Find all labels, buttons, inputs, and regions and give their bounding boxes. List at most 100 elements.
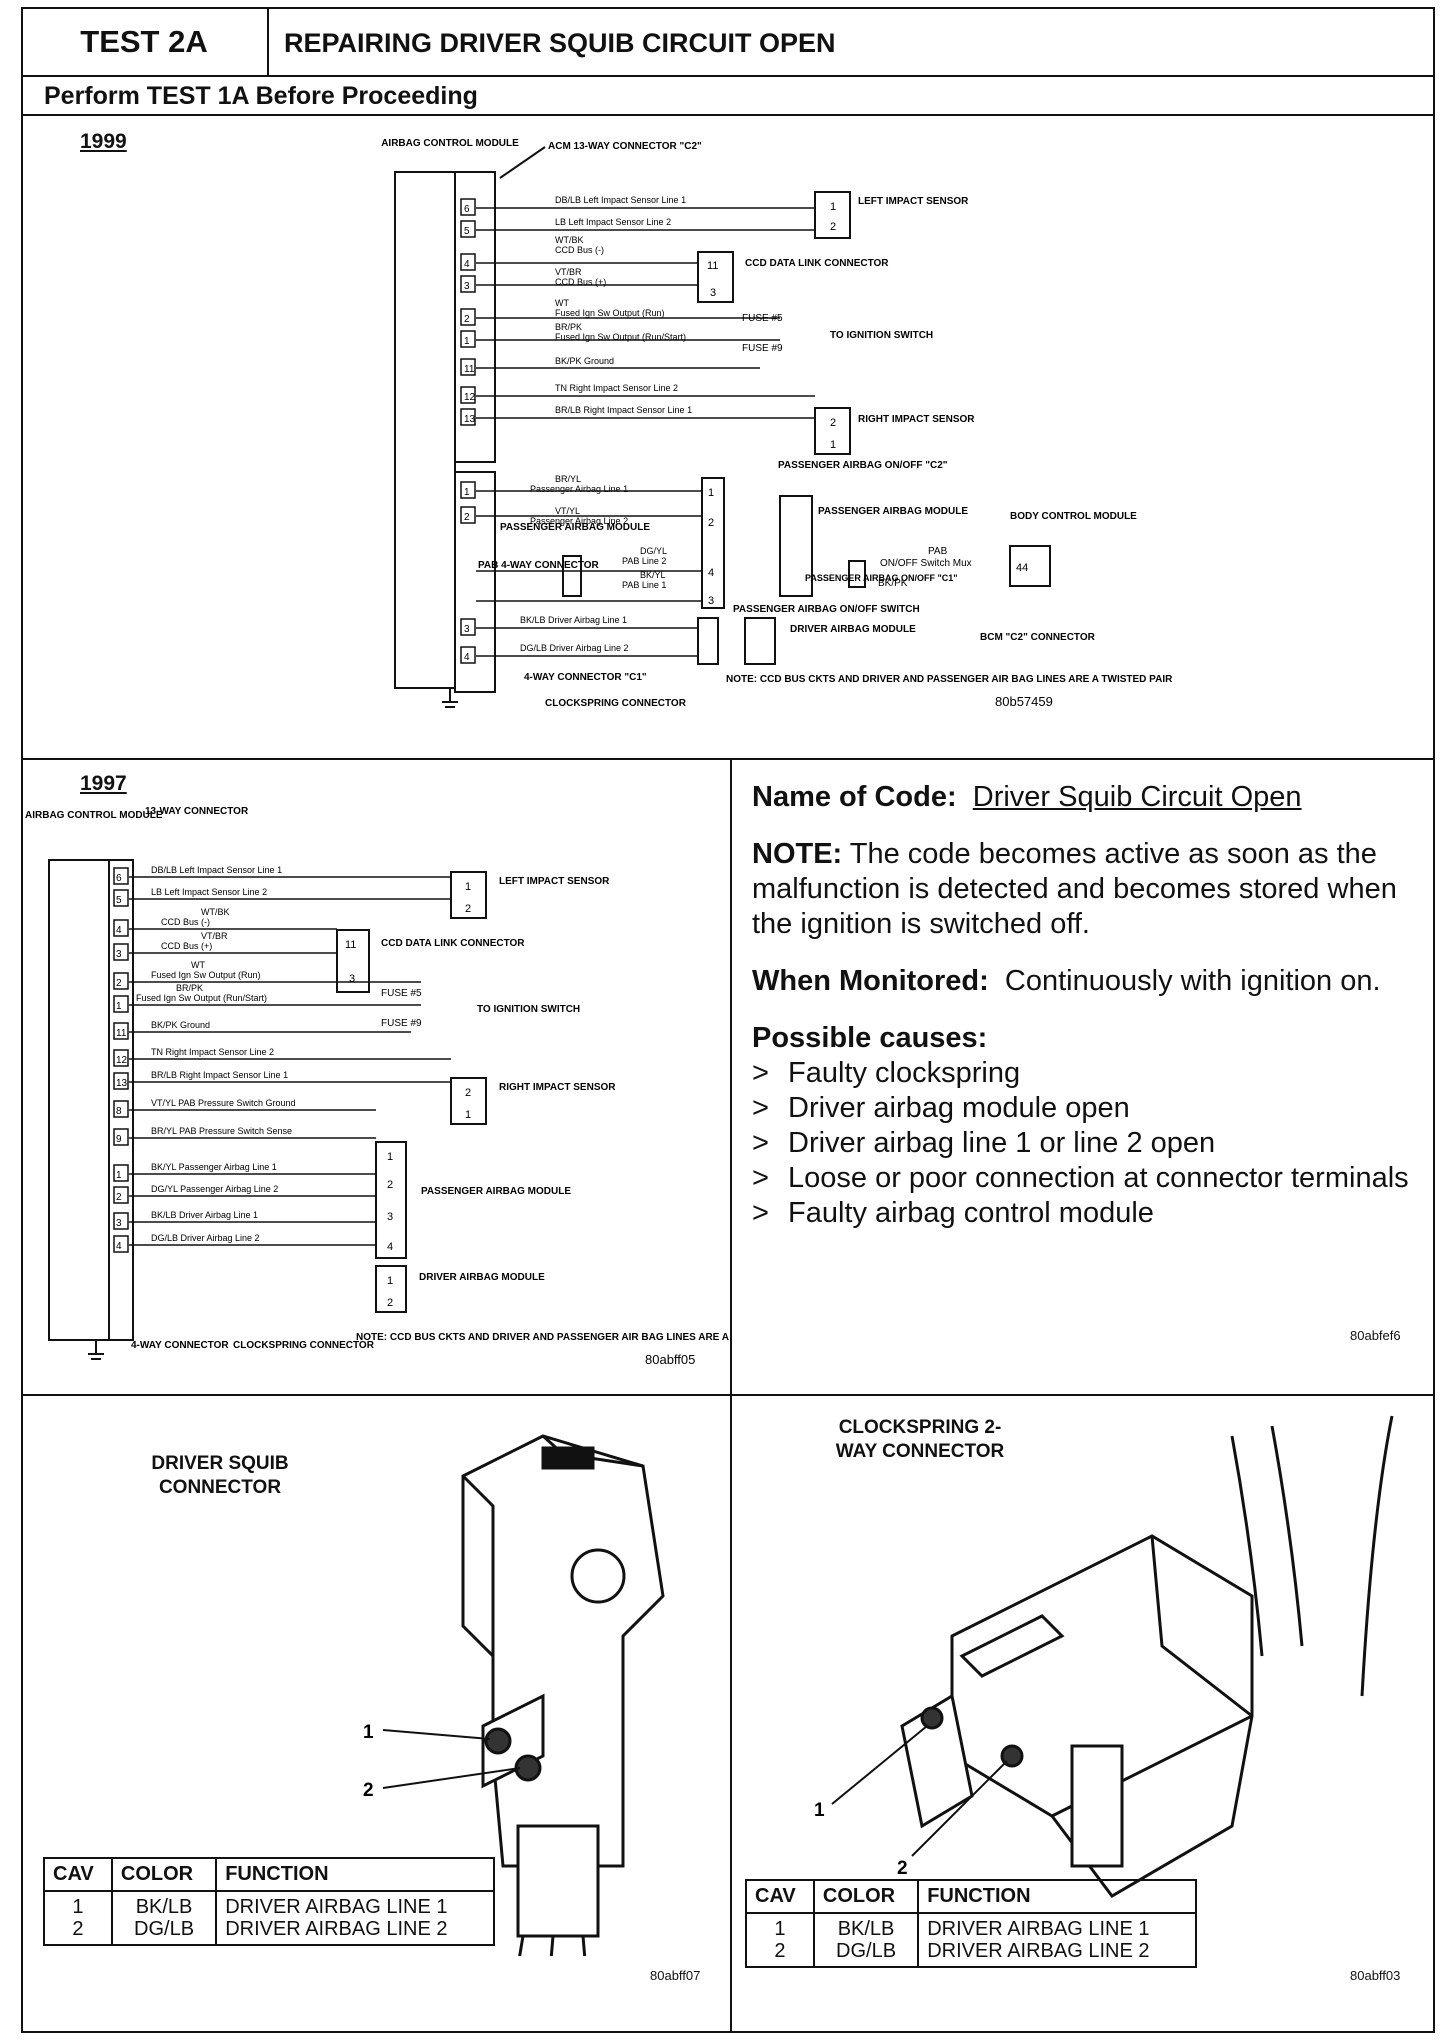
page-frame <box>21 7 1435 2033</box>
fuse5-1997: FUSE #5 <box>381 988 422 999</box>
fourway-label-1997: 4-WAY CONNECTOR <box>131 1340 229 1351</box>
pin-number: 11 <box>464 364 475 375</box>
wire-label: VT/BR <box>201 931 228 941</box>
pin-box <box>113 943 129 961</box>
test-id: TEST 2A <box>21 7 269 77</box>
pin-box <box>113 1100 129 1118</box>
function-value: DRIVER AIRBAG LINE 1 <box>927 1918 1150 1940</box>
pin-box <box>460 220 476 238</box>
causes-label: Possible causes: <box>752 1022 988 1054</box>
fig-id-code: 80abfef6 <box>1350 1328 1401 1343</box>
wire-label: DB/LB Left Impact Sensor Line 1 <box>151 865 282 875</box>
wire-label: BK/YL Passenger Airbag Line 1 <box>151 1162 277 1172</box>
pin-box <box>113 867 129 885</box>
svg-text:1: 1 <box>830 439 836 451</box>
pin-number: 13 <box>116 1078 128 1089</box>
note-1999: NOTE: CCD BUS CKTS AND DRIVER AND PASSEN… <box>726 674 1173 685</box>
pab-switch-label: PASSENGER AIRBAG ON/OFF SWITCH <box>733 604 920 615</box>
ccd-box-1999 <box>697 251 734 303</box>
wire-label: DG/YL Passenger Airbag Line 2 <box>151 1184 278 1194</box>
wire-label: CCD Bus (+) <box>161 941 212 951</box>
wire-label: TN Right Impact Sensor Line 2 <box>555 383 678 393</box>
bcm-label: BODY CONTROL MODULE <box>1010 511 1137 522</box>
pin-number: 2 <box>116 978 122 989</box>
acm-label-1997: AIRBAG CONTROL MODULE <box>25 810 163 821</box>
pin-box <box>460 275 476 293</box>
pab-mux-label: PAB <box>928 546 948 557</box>
code-name-row: Name of Code: Driver Squib Circuit Open <box>752 780 1412 815</box>
bcm-pin: 44 <box>1016 562 1028 574</box>
driver-connector-title: DRIVER SQUIB CONNECTOR <box>130 1452 310 1500</box>
svg-text:1: 1 <box>708 487 714 499</box>
wire-label: Fused Ign Sw Output (Run/Start) <box>136 993 267 1003</box>
wire-label: WT/BK <box>201 907 230 917</box>
driver-callout-2: 2 <box>363 1780 374 1801</box>
pin-number: 4 <box>464 259 470 270</box>
pin-box <box>460 506 476 524</box>
col-color: COLOR <box>812 1879 920 1914</box>
driver-module-label-1999: DRIVER AIRBAG MODULE <box>790 624 916 635</box>
svg-text:1: 1 <box>387 1275 393 1287</box>
pin-number: 13 <box>464 414 476 425</box>
wires-1997: DB/LB Left Impact Sensor Line 1 LB Left I… <box>129 865 451 1246</box>
subtitle-divider <box>21 114 1435 116</box>
pin-number: 3 <box>116 949 122 960</box>
cav-value: 1 <box>72 1896 84 1918</box>
cav-value: 1 <box>774 1918 786 1940</box>
driver-module-box-1997 <box>375 1265 407 1313</box>
pin-number: 2 <box>464 314 470 325</box>
pin-box <box>113 995 129 1013</box>
wire-label: DG/YL <box>640 546 667 556</box>
wire-label: DB/LB Left Impact Sensor Line 1 <box>555 195 686 205</box>
wire-label: VT/YL PAB Pressure Switch Ground <box>151 1098 296 1108</box>
clockspring-callout-2: 2 <box>897 1858 908 1879</box>
pin-number: 3 <box>464 281 470 292</box>
col-cav: CAV <box>43 1857 113 1892</box>
wire-label: LB Left Impact Sensor Line 2 <box>555 217 671 227</box>
function-value: DRIVER AIRBAG LINE 2 <box>927 1940 1150 1962</box>
col-function: FUNCTION <box>917 1879 1197 1914</box>
pin-box <box>460 481 476 499</box>
left-impact-sensor-box <box>814 191 851 239</box>
pin-box <box>113 972 129 990</box>
cause-item: Faulty airbag control module <box>752 1196 1412 1231</box>
pab-4way-box <box>562 555 582 597</box>
wire-label: Fused Ign Sw Output (Run/Start) <box>555 332 686 342</box>
table-header-row: CAV COLOR FUNCTION <box>745 1879 1197 1914</box>
fuse9-1999: FUSE #9 <box>742 343 783 354</box>
right-sensor-label-1999: RIGHT IMPACT SENSOR <box>858 414 975 425</box>
note-label: NOTE: <box>752 838 843 870</box>
ccd-box-1997 <box>336 929 370 993</box>
svg-text:3: 3 <box>710 287 716 299</box>
wire-label: BR/PK <box>176 983 203 993</box>
wire-label: LB Left Impact Sensor Line 2 <box>151 887 267 897</box>
wire-label: BR/YL <box>555 474 581 484</box>
svg-text:2: 2 <box>830 221 836 233</box>
svg-text:11: 11 <box>345 939 356 951</box>
color-value: BK/LB <box>135 1896 193 1918</box>
pin-box <box>460 330 476 348</box>
causes-list: Faulty clockspring Driver airbag module … <box>752 1056 1412 1231</box>
code-info-panel: Name of Code: Driver Squib Circuit Open … <box>752 780 1412 1231</box>
pab-module-right-label: PASSENGER AIRBAG MODULE <box>818 506 968 517</box>
pin-box <box>113 1186 129 1204</box>
pab-mux-label-2: ON/OFF Switch Mux <box>880 558 972 569</box>
fuse9-1997: FUSE #9 <box>381 1018 422 1029</box>
page-subtitle: Perform TEST 1A Before Proceeding <box>44 82 478 110</box>
function-value: DRIVER AIRBAG LINE 1 <box>225 1896 448 1918</box>
wire-label: Passenger Airbag Line 1 <box>530 484 628 494</box>
pin-number: 4 <box>116 925 122 936</box>
pab-module-label-1999: PASSENGER AIRBAG MODULE <box>500 522 650 533</box>
pab-module-label-1997: PASSENGER AIRBAG MODULE <box>421 1186 571 1197</box>
wire-label: Passenger Airbag Line 2 <box>530 516 628 526</box>
pab-onoff-c1-box <box>848 560 866 588</box>
pin-box <box>460 408 476 426</box>
pin-box <box>113 919 129 937</box>
svg-text:3: 3 <box>387 1211 393 1223</box>
wire-label: Fused Ign Sw Output (Run) <box>151 970 261 980</box>
